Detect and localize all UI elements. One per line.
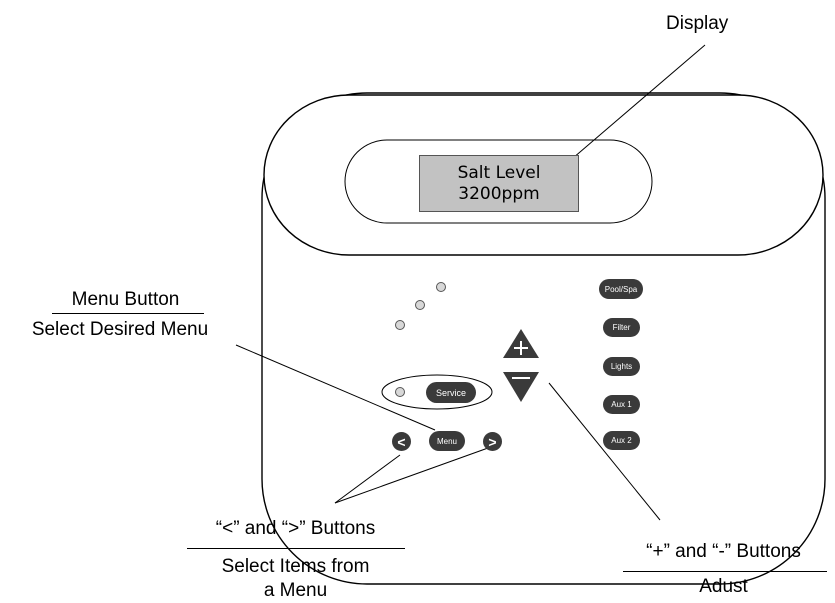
status-led-2 xyxy=(415,300,425,310)
menu-button-title: Menu Button xyxy=(71,289,180,310)
lcd-screen: Salt Level 3200ppm xyxy=(419,155,579,212)
menu-leader-line xyxy=(235,344,436,431)
aux1-button[interactable]: Aux 1 xyxy=(603,395,640,414)
service-led xyxy=(395,387,405,397)
status-led-3 xyxy=(395,320,405,330)
lcd-line-2: 3200ppm xyxy=(458,183,540,204)
right-arrow-button[interactable]: > xyxy=(483,432,502,451)
lcd-line-1: Salt Level xyxy=(457,162,541,183)
plusminus-desc: Adust xyxy=(699,576,748,597)
menu-label-divider xyxy=(52,313,204,314)
display-label: Display xyxy=(666,13,729,34)
filter-button[interactable]: Filter xyxy=(603,318,640,337)
arrows-leader-left xyxy=(334,454,401,504)
chevron-right-icon: > xyxy=(488,433,497,450)
plusminus-leader-line xyxy=(548,382,661,521)
aux2-button[interactable]: Aux 2 xyxy=(603,431,640,450)
arrows-leader-right xyxy=(334,447,489,504)
arrows-title: “<” and “>” Buttons xyxy=(215,518,376,539)
display-window xyxy=(344,139,653,224)
plusminus-title: “+” and “-” Buttons xyxy=(646,541,801,562)
menu-button-desc: Select Desired Menu xyxy=(31,319,209,340)
pool-spa-button[interactable]: Pool/Spa xyxy=(599,279,643,299)
chevron-left-icon: < xyxy=(397,433,406,450)
service-group-outline xyxy=(381,374,493,410)
arrows-label-divider xyxy=(187,548,405,549)
left-arrow-button[interactable]: < xyxy=(392,432,411,451)
plusminus-label-divider xyxy=(623,571,827,572)
arrows-desc-2: a Menu xyxy=(263,580,328,601)
lights-button[interactable]: Lights xyxy=(603,357,640,376)
minus-button[interactable] xyxy=(503,372,539,402)
menu-button[interactable]: Menu xyxy=(429,431,465,451)
status-led-1 xyxy=(436,282,446,292)
arrows-desc-1: Select Items from xyxy=(221,556,370,577)
service-button[interactable]: Service xyxy=(426,382,476,403)
